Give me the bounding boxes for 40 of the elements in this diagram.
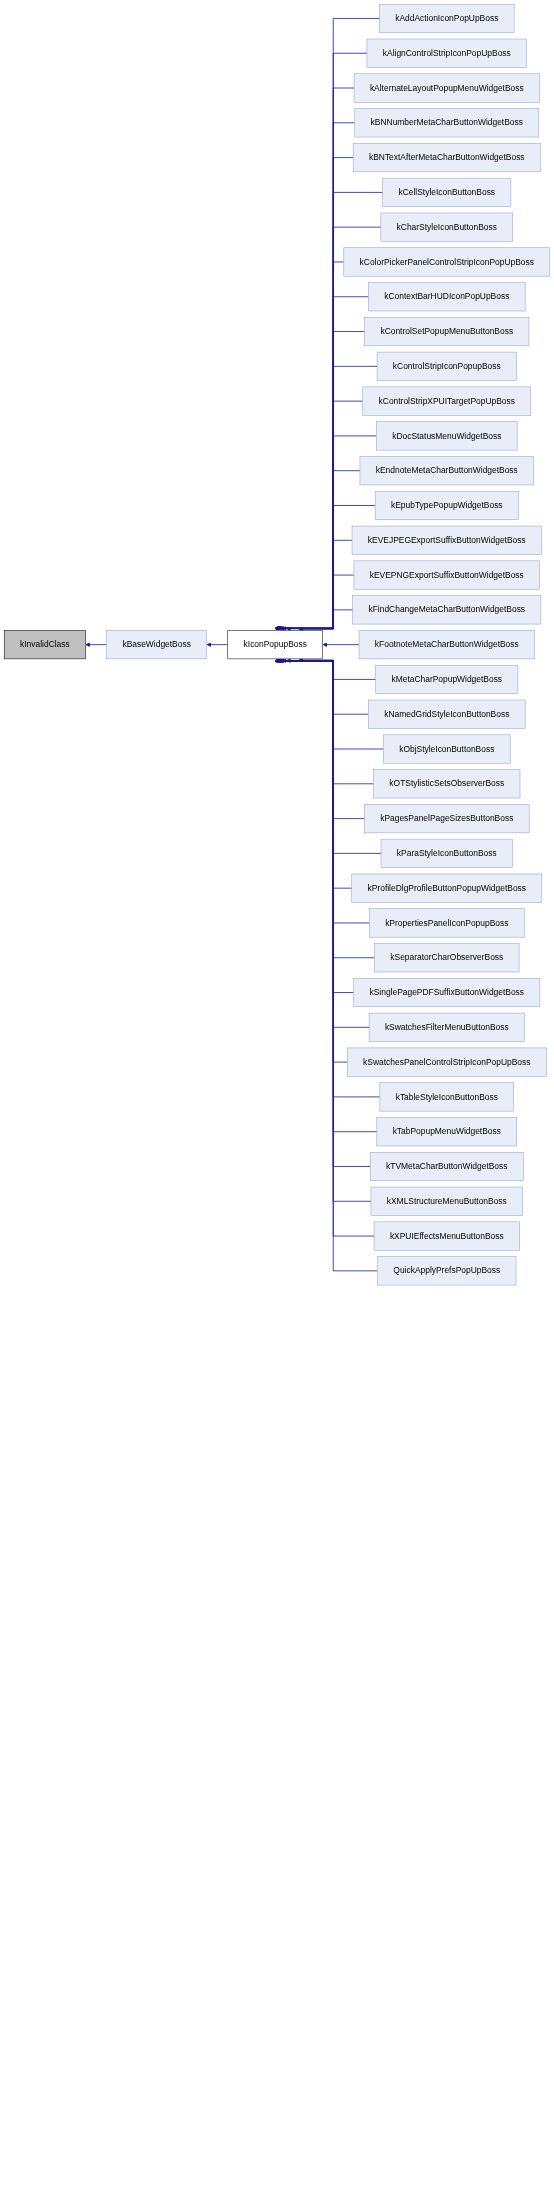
node-box: kSwatchesPanelControlStripIconPopUpBoss [347,1047,547,1077]
node-box: kTableStyleIconButtonBoss [379,1082,514,1112]
node-box: kMetaCharPopupWidgetBoss [375,664,519,694]
node-box: kFootnoteMetaCharButtonWidgetBoss [358,630,535,660]
node-box: kAddActionIconPopUpBoss [379,3,515,33]
node-box: kAlignControlStripIconPopUpBoss [366,38,527,68]
node-box: kTabPopupMenuWidgetBoss [376,1117,517,1147]
node-box: kControlStripIconPopupBoss [376,351,517,381]
node-box: kControlSetPopupMenuButtonBoss [364,317,530,347]
node-box: kParaStyleIconButtonBoss [380,838,513,868]
node-box: kPagesPanelPageSizesButtonBoss [364,804,530,834]
node-box: kBaseWidgetBoss [106,630,207,660]
node-box: kContextBarHUDIconPopUpBoss [368,282,526,312]
node-box: kEndnoteMetaCharButtonWidgetBoss [359,456,534,486]
node-box: kBNNumberMetaCharButtonWidgetBoss [354,108,540,138]
node-box: kSeparatorCharObserverBoss [374,943,520,973]
node-box: kEVEJPEGExportSuffixButtonWidgetBoss [351,525,542,555]
node-box: kFindChangeMetaCharButtonWidgetBoss [352,595,542,625]
node-box: kXMLStructureMenuButtonBoss [370,1186,523,1216]
node-box: kInvalidClass [3,630,86,660]
node-box: kOTStylisticSetsObserverBoss [373,769,521,799]
node-box: kCharStyleIconButtonBoss [380,212,513,242]
node-box: kIconPopupBoss [227,630,323,660]
node-box: kEVEPNGExportSuffixButtonWidgetBoss [353,560,540,590]
node-box: kNamedGridStyleIconButtonBoss [368,699,526,729]
node-box: kDocStatusMenuWidgetBoss [376,421,518,451]
node-box: kPropertiesPanelIconPopupBoss [369,908,525,938]
node-box: kCellStyleIconButtonBoss [382,177,512,207]
node-box: kControlStripXPUITargetPopUpBoss [362,386,532,416]
node-box: kSinglePagePDFSuffixButtonWidgetBoss [353,978,541,1008]
node-box: kBNTextAfterMetaCharButtonWidgetBoss [352,143,541,173]
node-box: kAlternateLayoutPopupMenuWidgetBoss [353,73,540,103]
node-box: kSwatchesFilterMenuButtonBoss [368,1012,525,1042]
node-box: kObjStyleIconButtonBoss [383,734,511,764]
node-box: kXPUIEffectsMenuButtonBoss [373,1221,520,1251]
node-box: kEpubTypePopupWidgetBoss [374,491,519,520]
node-box: kProfileDlgProfileButtonPopupWidgetBoss [351,873,543,903]
node-box: kTVMetaCharButtonWidgetBoss [370,1152,524,1181]
node-box: QuickApplyPrefsPopUpBoss [377,1256,517,1286]
node-box: kColorPickerPanelControlStripIconPopUpBoss [343,247,551,277]
